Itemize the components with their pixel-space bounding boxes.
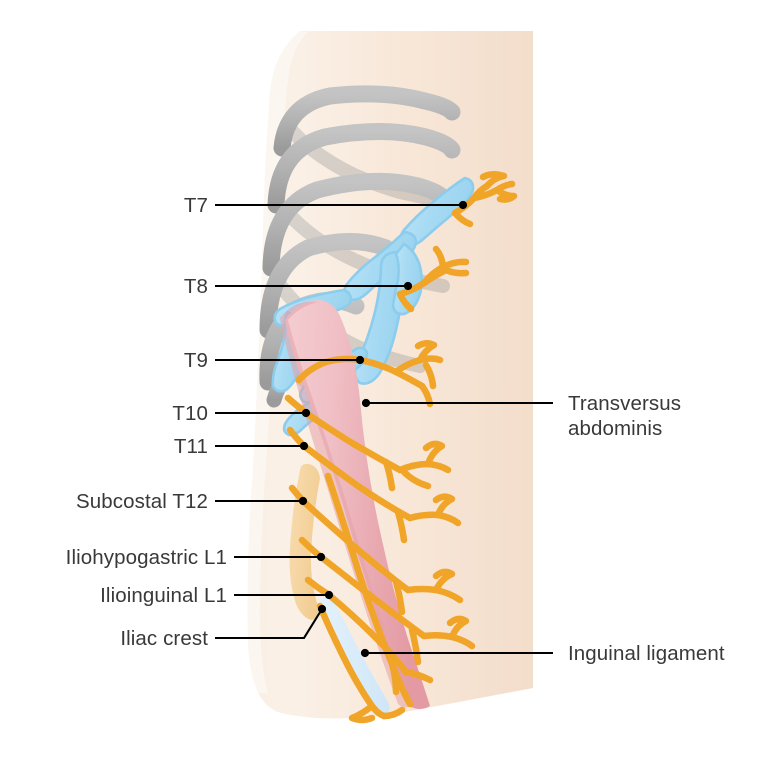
inguinal-ligament-band <box>318 597 390 715</box>
muscle-body <box>285 300 430 709</box>
rib-8 <box>267 123 461 214</box>
leader-lines <box>215 200 553 658</box>
leader-t9 <box>215 355 365 365</box>
rib-9 <box>262 172 454 277</box>
label-iliohypogastric-l1: Iliohypogastric L1 <box>65 546 227 569</box>
leader-iliohypogastric <box>234 552 326 562</box>
label-t7: T7 <box>183 194 208 217</box>
nerve-trunk-medial <box>324 472 414 708</box>
label-ilioinguinal-l1: Ilioinguinal L1 <box>100 584 227 607</box>
leader-ilioinguinal <box>234 590 334 600</box>
leader-t7 <box>215 200 468 210</box>
intercostal-nerve-t11 <box>286 426 462 544</box>
label-t8: T8 <box>183 275 208 298</box>
label-inguinal-ligament: Inguinal ligament <box>568 642 725 665</box>
leader-t8 <box>215 281 413 291</box>
inguinal-ligament <box>318 597 390 715</box>
muscle-medial-shade <box>280 301 410 708</box>
transversus-abdominis-muscle <box>280 300 430 709</box>
leader-inguinal-ligament <box>360 648 553 658</box>
intercostal-nerve-t7 <box>451 171 518 228</box>
iliohypogastric-nerve-l1 <box>298 536 476 666</box>
label-t11: T11 <box>173 435 208 458</box>
nerve-group <box>284 171 518 724</box>
label-subcostal-t12: Subcostal T12 <box>76 490 208 513</box>
leader-transversus-abdominis <box>361 398 553 408</box>
label-transversus-abdominis: Transversus abdominis <box>568 391 681 441</box>
nerve-trunk-lateral <box>316 602 406 724</box>
leader-t10 <box>215 408 311 418</box>
label-t9: T9 <box>183 349 208 372</box>
rib-10 <box>259 233 395 339</box>
label-iliac-crest: Iliac crest <box>120 627 208 650</box>
intercostal-nerve-t8 <box>396 245 470 313</box>
leader-iliac-crest <box>215 604 327 640</box>
label-transversus-abdominis-line1: Transversus <box>568 392 682 415</box>
label-transversus-abdominis-line2: abdominis <box>568 417 663 440</box>
label-t10: T10 <box>172 402 208 425</box>
intercostal-nerve-t10 <box>284 394 452 492</box>
subcostal-nerve-t12 <box>288 484 464 616</box>
leader-t11 <box>215 441 309 451</box>
leader-subcostal-t12 <box>215 496 308 506</box>
rib-7 <box>273 85 461 157</box>
